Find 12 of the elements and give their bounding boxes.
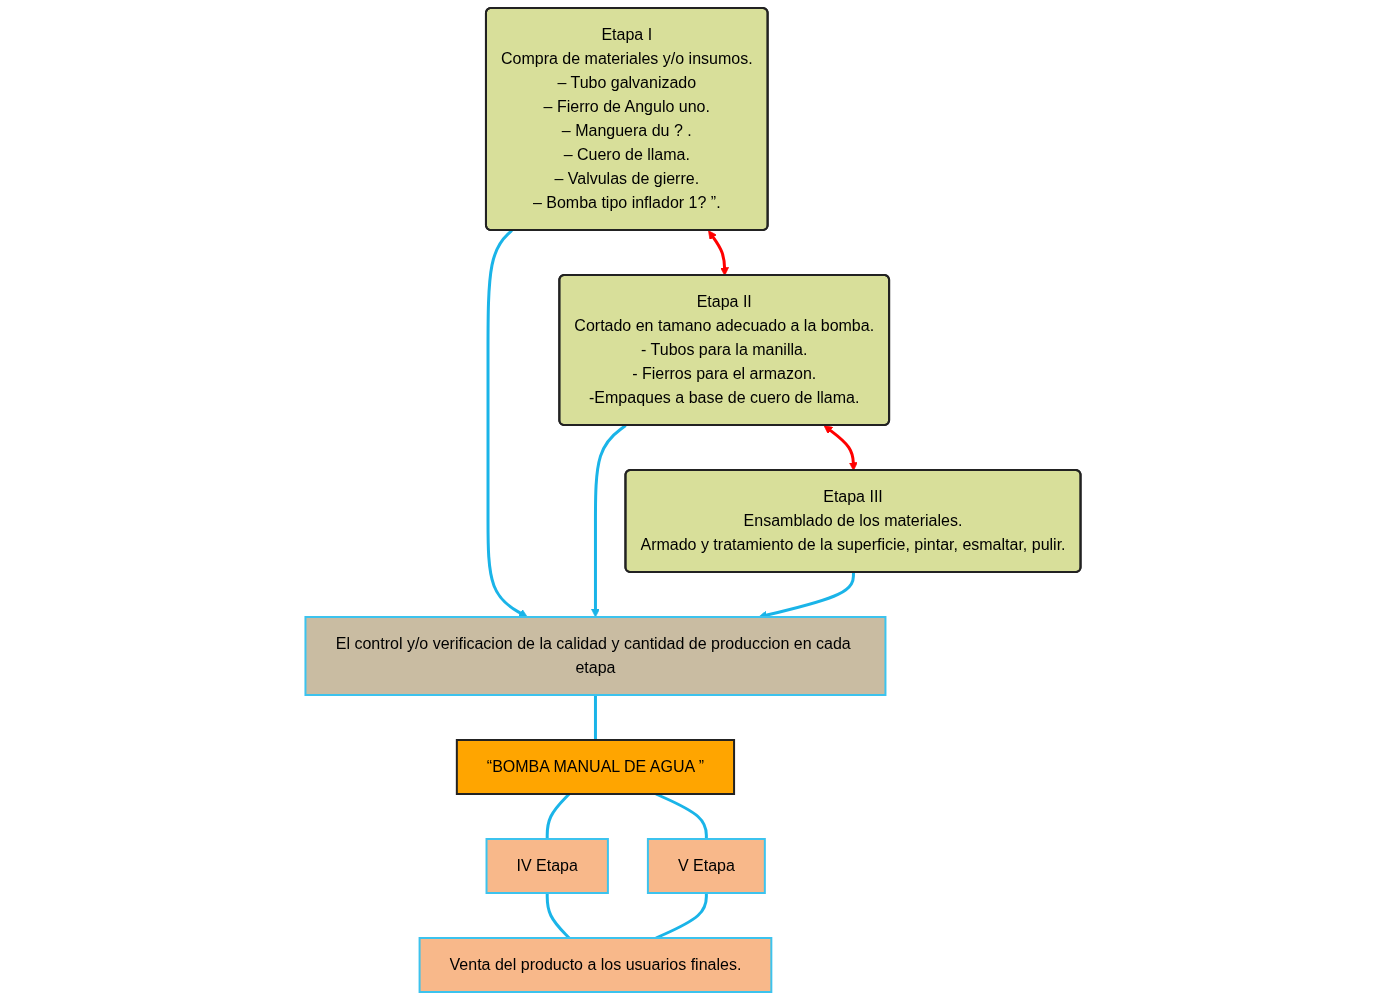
connector	[655, 893, 708, 940]
arrow	[708, 230, 729, 276]
node-box: V Etapa	[646, 838, 766, 894]
arrow	[486, 229, 528, 618]
arrow	[823, 425, 858, 471]
node-box: IV Etapa	[485, 838, 609, 894]
arrow	[591, 424, 627, 618]
node-box: “BOMBA MANUAL DE AGUA ”	[455, 739, 736, 795]
connector	[593, 695, 597, 740]
connector	[545, 893, 571, 940]
node-box: El control y/o verificacion de la calidad y cantidad de produccion en cada etapa	[304, 616, 887, 696]
node-box: Venta del producto a los usuarios finales.	[418, 937, 773, 993]
